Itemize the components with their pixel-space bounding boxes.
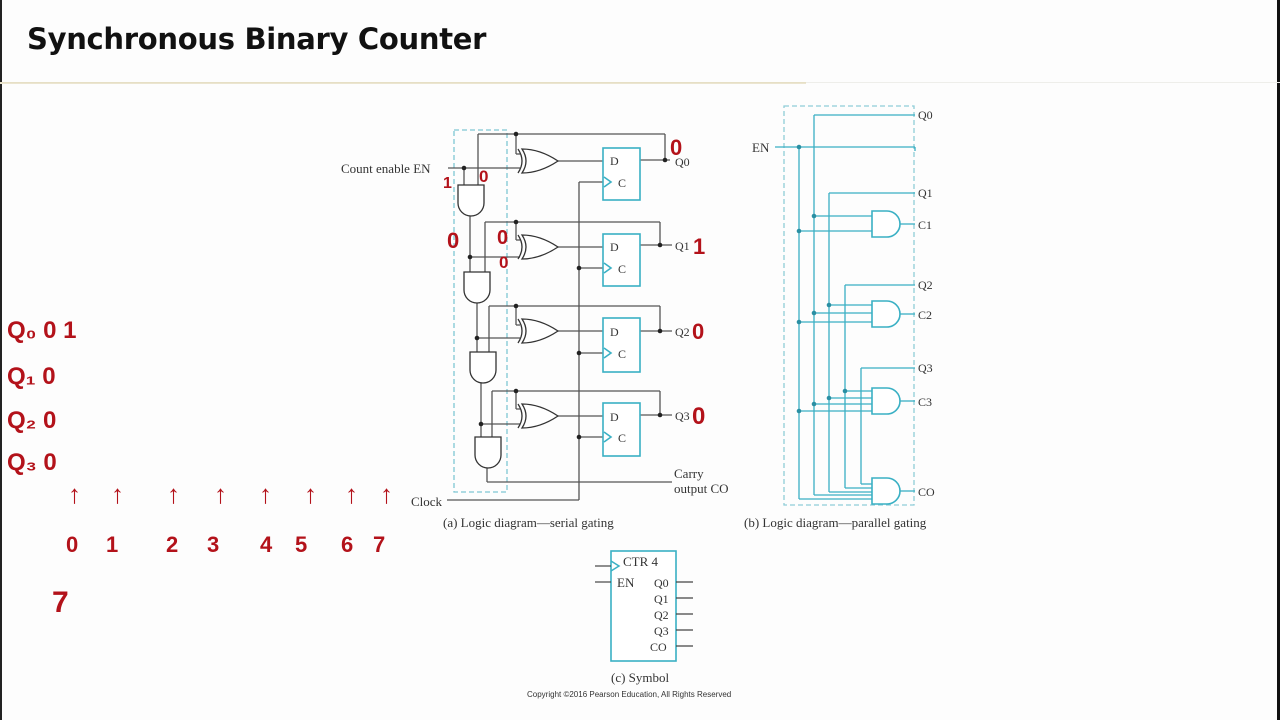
count-digit-3: 3 xyxy=(207,532,219,557)
counter-symbol xyxy=(595,550,693,662)
clock-triangle-0 xyxy=(603,176,613,188)
symbol-co: CO xyxy=(650,640,667,654)
ink-mark-q0: 0 xyxy=(670,135,682,160)
ff0-c-label: C xyxy=(618,176,626,190)
carry-label-line2: output CO xyxy=(674,481,729,496)
ink-mark-and0: 0 xyxy=(479,167,488,186)
parallel-c1-label: C1 xyxy=(918,218,932,232)
title-divider xyxy=(0,82,806,84)
clock-arrow-4: ↑ xyxy=(214,479,227,509)
parallel-and-c3 xyxy=(871,387,901,415)
ink-mark-en-1: 1 xyxy=(443,175,452,192)
serial-caption: (a) Logic diagram—serial gating xyxy=(443,515,614,530)
d-flipflop-0 xyxy=(602,147,641,201)
and-gate-4 xyxy=(474,436,502,469)
ink-mark-stage1-bottom: 0 xyxy=(499,253,508,272)
xor-gate-2 xyxy=(517,318,560,344)
parallel-and-c2 xyxy=(871,300,901,328)
clock-triangle-2 xyxy=(603,347,613,359)
parallel-q0-label: Q0 xyxy=(918,108,933,122)
ff2-d-label: D xyxy=(610,325,619,339)
d-flipflop-1 xyxy=(602,233,641,287)
symbol-q0: Q0 xyxy=(654,576,669,590)
ink-mark-q1: 1 xyxy=(693,234,705,259)
symbol-caption: (c) Symbol xyxy=(611,670,670,685)
symbol-clock-triangle xyxy=(610,560,621,572)
parallel-q3-label: Q3 xyxy=(918,361,933,375)
clock-arrow-7: ↑ xyxy=(345,479,358,509)
copyright-notice: Copyright ©2016 Pearson Education, All R… xyxy=(527,690,732,699)
serial-q3-label: Q3 xyxy=(675,409,690,423)
state-row-q3: Q₃ 0 xyxy=(7,449,57,476)
parallel-gating-diagram xyxy=(775,105,916,506)
ink-mark-stage1-left: 0 xyxy=(447,228,459,253)
clock-arrow-8: ↑ xyxy=(380,479,393,509)
ink-mark-q3: 0 xyxy=(692,403,705,430)
clock-arrow-1: ↑ xyxy=(68,479,81,509)
ff3-d-label: D xyxy=(610,410,619,424)
and-gate-2 xyxy=(463,271,491,304)
state-row-q0: Q₀ 0 1 xyxy=(7,317,77,344)
and-gate-3 xyxy=(469,351,497,384)
xor-gate-1 xyxy=(517,234,560,260)
handwritten-annotations: 1 0 0 0 0 0 1 0 0 Q₀ 0 1 Q₁ 0 Q₂ 0 Q₃ 0 … xyxy=(7,135,705,619)
title-divider-extension xyxy=(806,82,1280,83)
parallel-q2-label: Q2 xyxy=(918,278,933,292)
count-digit-7: 7 xyxy=(373,532,385,557)
ff1-d-label: D xyxy=(610,240,619,254)
ff0-d-label: D xyxy=(610,154,619,168)
serial-q2-label: Q2 xyxy=(675,325,690,339)
ff2-c-label: C xyxy=(618,347,626,361)
symbol-q2: Q2 xyxy=(654,608,669,622)
serial-gating-box xyxy=(453,129,508,493)
parallel-co-label: CO xyxy=(918,485,935,499)
parallel-c2-label: C2 xyxy=(918,308,932,322)
and-gate-1 xyxy=(457,184,485,217)
count-digit-6: 6 xyxy=(341,532,353,557)
symbol-en-label: EN xyxy=(617,575,635,590)
parallel-and-co xyxy=(871,477,901,505)
ink-extra-mark: 7 xyxy=(52,586,69,619)
right-frame-border xyxy=(1277,0,1280,720)
parallel-gating-box xyxy=(783,105,915,506)
parallel-and-c1 xyxy=(871,210,901,238)
ctr4-block xyxy=(610,550,677,662)
carry-label-line1: Carry xyxy=(674,466,704,481)
d-flipflop-2 xyxy=(602,317,641,373)
left-frame-border xyxy=(0,0,2,720)
count-digit-0: 0 xyxy=(66,532,78,557)
clock-arrow-2: ↑ xyxy=(111,479,124,509)
clock-arrow-3: ↑ xyxy=(167,479,180,509)
ink-mark-q2: 0 xyxy=(692,319,704,344)
ff1-c-label: C xyxy=(618,262,626,276)
state-row-q2: Q₂ 0 xyxy=(7,407,56,434)
clock-arrow-5: ↑ xyxy=(259,479,272,509)
count-digit-4: 4 xyxy=(260,532,273,557)
clock-label: Clock xyxy=(411,494,443,509)
count-digit-2: 2 xyxy=(166,532,178,557)
symbol-q3: Q3 xyxy=(654,624,669,638)
ff3-c-label: C xyxy=(618,431,626,445)
state-row-q1: Q₁ 0 xyxy=(7,363,56,390)
count-digit-5: 5 xyxy=(295,532,307,557)
count-digit-1: 1 xyxy=(106,532,118,557)
clock-triangle-1 xyxy=(603,262,613,274)
parallel-q1-label: Q1 xyxy=(918,186,933,200)
parallel-en-label: EN xyxy=(752,140,770,155)
d-flipflop-3 xyxy=(602,402,641,457)
clock-arrow-6: ↑ xyxy=(304,479,317,509)
xor-gate-3 xyxy=(517,403,560,429)
clock-triangle-3 xyxy=(603,431,613,443)
count-enable-label: Count enable EN xyxy=(341,161,431,176)
ink-mark-stage1-top: 0 xyxy=(497,227,508,249)
symbol-name: CTR 4 xyxy=(623,554,659,569)
parallel-c3-label: C3 xyxy=(918,395,932,409)
serial-q1-label: Q1 xyxy=(675,239,690,253)
xor-gate-0 xyxy=(517,148,560,174)
serial-gating-diagram xyxy=(447,129,672,501)
parallel-caption: (b) Logic diagram—parallel gating xyxy=(744,515,927,530)
symbol-q1: Q1 xyxy=(654,592,669,606)
slide-title: Synchronous Binary Counter xyxy=(27,22,487,56)
serial-q0-label: Q0 xyxy=(675,155,690,169)
